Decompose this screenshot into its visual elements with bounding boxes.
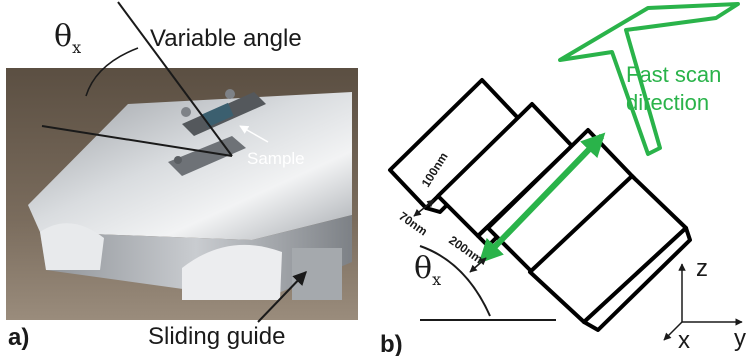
panel-a-label: a)	[8, 324, 29, 351]
panel-b-theta-symbol: θx	[414, 251, 441, 289]
fast-scan-label-line1: Fast scan	[626, 62, 721, 87]
variable-angle-label: Variable angle	[150, 25, 302, 52]
dim-70nm-label: 70nm	[396, 209, 430, 238]
z-axis-label: z	[696, 255, 708, 282]
y-axis-label: y	[734, 325, 746, 352]
panel-a: θx Variable angle Sample a) Sliding guid…	[6, 1, 358, 351]
sample-plane-line	[41, 125, 233, 157]
x-axis-label: x	[678, 327, 690, 354]
fast-scan-arrow	[478, 132, 606, 264]
theta-symbol: θx	[54, 19, 81, 57]
sliding-guide-label: Sliding guide	[148, 323, 285, 350]
x-axis-arrow	[663, 321, 683, 341]
afm-tip	[558, 2, 740, 156]
sample-holder-photo	[6, 68, 358, 320]
incident-beam-line	[117, 1, 233, 157]
fast-scan-label-line2: direction	[626, 90, 709, 115]
panel-b-label: b)	[380, 331, 403, 356]
panel-b-angle-arc	[419, 245, 491, 317]
axes-indicator: z x y	[663, 255, 746, 354]
dim-70nm-arrow	[413, 199, 435, 217]
panel-b: Fast scan direction 100nm 70nm 200nm θx …	[380, 2, 746, 356]
sample-label: Sample	[247, 149, 305, 168]
angle-arc	[85, 47, 139, 97]
dim-200nm-arrow	[469, 257, 487, 273]
sample-pointer	[239, 125, 269, 143]
sliding-guide-pointer	[257, 270, 307, 323]
